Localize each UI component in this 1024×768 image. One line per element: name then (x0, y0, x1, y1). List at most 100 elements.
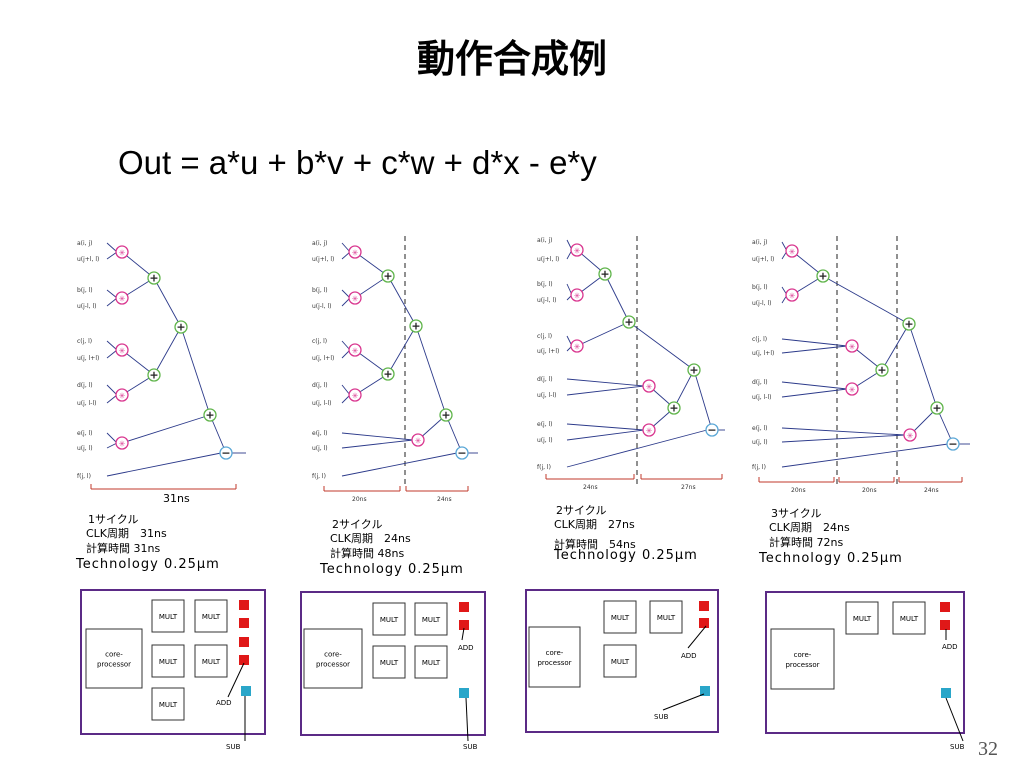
mult-node: ✳ (115, 343, 129, 357)
svg-text:✳: ✳ (574, 247, 581, 256)
mult-label: MULT (380, 616, 399, 624)
mult-unit (151, 687, 185, 721)
input-edge (781, 388, 848, 398)
input-label: u(j-l, l) (537, 297, 556, 304)
input-edge (781, 338, 848, 347)
add-leader (227, 662, 245, 698)
input-label: e(j, l) (537, 421, 553, 428)
clock-period: CLK周期 24ns (769, 521, 850, 534)
sub-node: − (219, 446, 233, 460)
input-label: d(j, l) (752, 379, 768, 386)
input-label: f(j, l) (537, 464, 551, 471)
mult-node: ✳ (570, 288, 584, 302)
mult-label: MULT (202, 658, 221, 666)
svg-text:✳: ✳ (789, 248, 796, 257)
sub-leader (945, 697, 964, 742)
add-node: + (930, 401, 944, 415)
time-label: 31ns (163, 492, 190, 505)
input-label: c(j, l) (312, 338, 327, 345)
input-edge (341, 452, 458, 477)
input-edge (106, 349, 118, 359)
mult-unit (603, 644, 637, 678)
input-label: d(j, l) (77, 382, 93, 389)
input-label: u(j-l, l) (77, 303, 96, 310)
add-node: + (687, 363, 701, 377)
add-label: ADD (216, 699, 232, 707)
input-label: f(j, l) (77, 473, 91, 480)
mult-label: MULT (611, 614, 630, 622)
tree-edge (628, 321, 695, 371)
svg-text:✳: ✳ (352, 295, 359, 304)
input-label: b(j, l) (752, 284, 768, 291)
add-node: + (439, 408, 453, 422)
calc-time: 計算時間 54ns (554, 537, 636, 551)
input-label: d(j, l) (312, 382, 328, 389)
input-label: u(j+l, l) (537, 256, 559, 263)
svg-text:+: + (411, 320, 420, 333)
input-label: e(j, l) (752, 425, 768, 432)
input-label: u(j+l, l) (77, 256, 99, 263)
add-unit (239, 655, 249, 665)
mult-label: MULT (159, 658, 178, 666)
calc-time: 計算時間 72ns (769, 535, 843, 549)
input-label: b(j, l) (312, 287, 328, 294)
core-label: processor (785, 661, 819, 669)
clock-period: CLK周期 27ns (554, 518, 635, 531)
add-node: + (147, 271, 161, 285)
input-edge (106, 289, 118, 299)
dfg-design-4: a(i, j)u(j+l, l)b(j, l)u(j-l, l)c(j, l)u… (752, 236, 970, 566)
tree-edge (908, 323, 938, 409)
core-processor-block (303, 628, 363, 689)
svg-text:+: + (383, 368, 392, 381)
mult-unit (414, 602, 448, 636)
input-edge (566, 385, 645, 396)
input-edge (106, 242, 118, 253)
input-edge (106, 432, 118, 444)
input-label: u(j, l-l) (537, 392, 556, 399)
mult-label: MULT (202, 613, 221, 621)
add-node: + (667, 401, 681, 415)
time-label: 20ns (862, 487, 877, 494)
svg-text:+: + (441, 409, 450, 422)
svg-text:+: + (176, 321, 185, 334)
core-processor-block (528, 626, 581, 688)
add-label: ADD (942, 643, 958, 651)
mult-label: MULT (657, 614, 676, 622)
core-label: processor (316, 661, 350, 669)
mult-label: MULT (422, 616, 441, 624)
input-label: u(j, l-l) (312, 400, 331, 407)
svg-text:✳: ✳ (574, 343, 581, 352)
svg-text:✳: ✳ (789, 292, 796, 301)
input-edge (566, 423, 645, 431)
svg-text:+: + (624, 316, 633, 329)
tree-edge (881, 323, 910, 371)
tree-edge (387, 325, 417, 375)
svg-text:✳: ✳ (119, 347, 126, 356)
sub-unit (941, 688, 951, 698)
cycle-count: 2サイクル (556, 504, 606, 517)
cycle-count: 1サイクル (88, 513, 138, 526)
time-label: 27ns (681, 484, 696, 491)
mult-unit (372, 602, 406, 636)
input-label: u(j, l) (312, 445, 328, 452)
dfg-design-1: a(i, j)u(j+l, l)b(j, l)u(j-l, l)c(j, l)u… (75, 240, 246, 572)
mult-unit (892, 601, 926, 635)
input-edge (781, 427, 906, 436)
input-edge (106, 384, 118, 396)
core-label: core- (546, 649, 564, 657)
input-edge (106, 442, 118, 449)
mult-node: ✳ (115, 388, 129, 402)
core-label: core- (324, 651, 342, 659)
svg-text:+: + (669, 402, 678, 415)
add-unit (459, 602, 469, 612)
input-label: u(j+l, l) (752, 256, 774, 263)
input-label: f(j, l) (752, 464, 766, 471)
svg-text:+: + (932, 402, 941, 415)
mult-node: ✳ (115, 291, 129, 305)
mult-node: ✳ (845, 339, 859, 353)
mult-node: ✳ (115, 245, 129, 259)
tree-edge (822, 275, 910, 325)
tree-edge (604, 273, 630, 323)
tree-edge (121, 349, 155, 376)
